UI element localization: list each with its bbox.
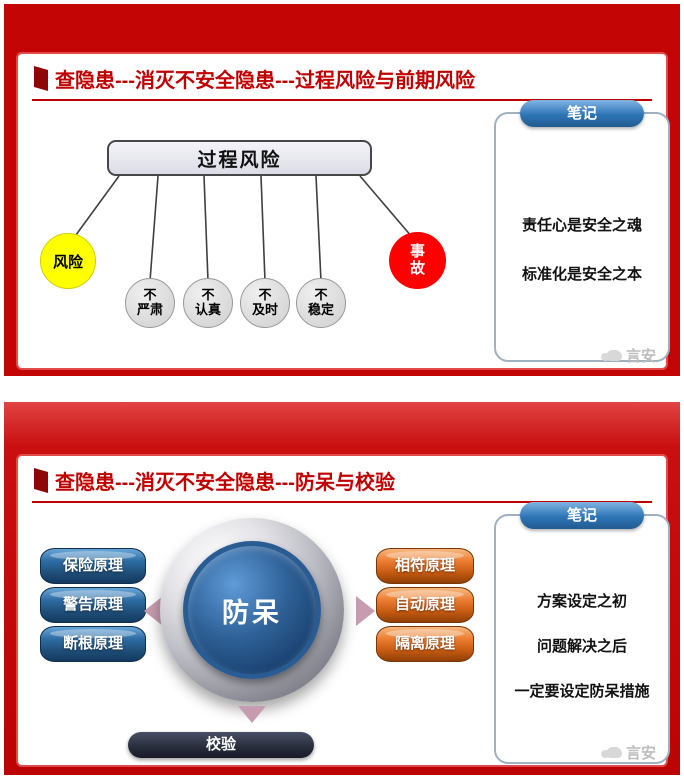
notes-panel: 笔记 责任心是安全之魂 标准化是安全之本 [494,100,670,362]
arrow-down-icon [238,706,266,723]
note-line: 方案设定之初 [536,593,627,610]
watermark: 言安 [600,742,656,763]
notes-header: 笔记 [520,502,644,529]
title-underline [32,99,652,101]
accident-node: 事 故 [389,232,446,289]
watermark: 言安 [600,345,656,366]
foolproof-ring: 防呆 [160,518,344,702]
foolproof-center: 防呆 [183,541,321,679]
right-principles-stack: 相符原理 自动原理 隔离原理 [376,548,474,662]
notes-header: 笔记 [520,100,644,127]
note-line: 问题解决之后 [536,638,627,655]
slide-2-title-row: 查隐患---消灭不安全隐患---防呆与校验 [34,466,395,495]
arrow-left-icon [144,596,163,626]
slide-1-card: 查隐患---消灭不安全隐患---过程风险与前期风险 过程风险 风险 不 严肃 不… [16,52,670,370]
slide-1-title-row: 查隐患---消灭不安全隐患---过程风险与前期风险 [34,64,475,93]
not-stable-node: 不 稳定 [296,278,346,328]
title-underline [32,501,652,503]
note-line: 标准化是安全之本 [521,266,642,283]
watermark-text: 言安 [625,348,656,365]
principle-auto: 自动原理 [376,587,474,623]
bookmark-icon [34,468,48,493]
left-principles-stack: 保险原理 警告原理 断根原理 [40,548,146,662]
note-line: 责任心是安全之魂 [521,217,642,234]
slide-2-card: 查隐患---消灭不安全隐患---防呆与校验 保险原理 警告原理 断根原理 相符原… [16,454,670,767]
slide-1: 查隐患---消灭不安全隐患---过程风险与前期风险 过程风险 风险 不 严肃 不… [4,4,680,376]
bookmark-icon [34,66,48,91]
notes-panel: 笔记 方案设定之初 问题解决之后 一定要设定防呆措施 [494,502,670,764]
verify-pill: 校验 [128,732,314,758]
watermark-text: 言安 [625,745,656,762]
note-line: 一定要设定防呆措施 [514,683,650,700]
slide-1-title: 查隐患---消灭不安全隐患---过程风险与前期风险 [55,70,475,92]
risk-node: 风险 [40,233,96,289]
watermark-logo-icon [600,350,622,361]
principle-warning: 警告原理 [40,587,146,623]
watermark-logo-icon [600,747,622,758]
not-earnest-node: 不 认真 [183,278,233,328]
notes-body: 责任心是安全之魂 标准化是安全之本 [496,214,668,284]
principle-isolation: 隔离原理 [376,626,474,662]
principle-insurance: 保险原理 [40,548,146,584]
not-timely-node: 不 及时 [240,278,290,328]
principle-match: 相符原理 [376,548,474,584]
slide-2-title: 查隐患---消灭不安全隐患---防呆与校验 [55,472,395,494]
notes-body: 方案设定之初 问题解决之后 一定要设定防呆措施 [496,590,668,701]
principle-root-cut: 断根原理 [40,626,146,662]
not-serious-node: 不 严肃 [125,278,175,328]
process-risk-box: 过程风险 [107,140,372,176]
arrow-right-icon [356,596,375,626]
slide-2: 查隐患---消灭不安全隐患---防呆与校验 保险原理 警告原理 断根原理 相符原… [4,402,680,775]
